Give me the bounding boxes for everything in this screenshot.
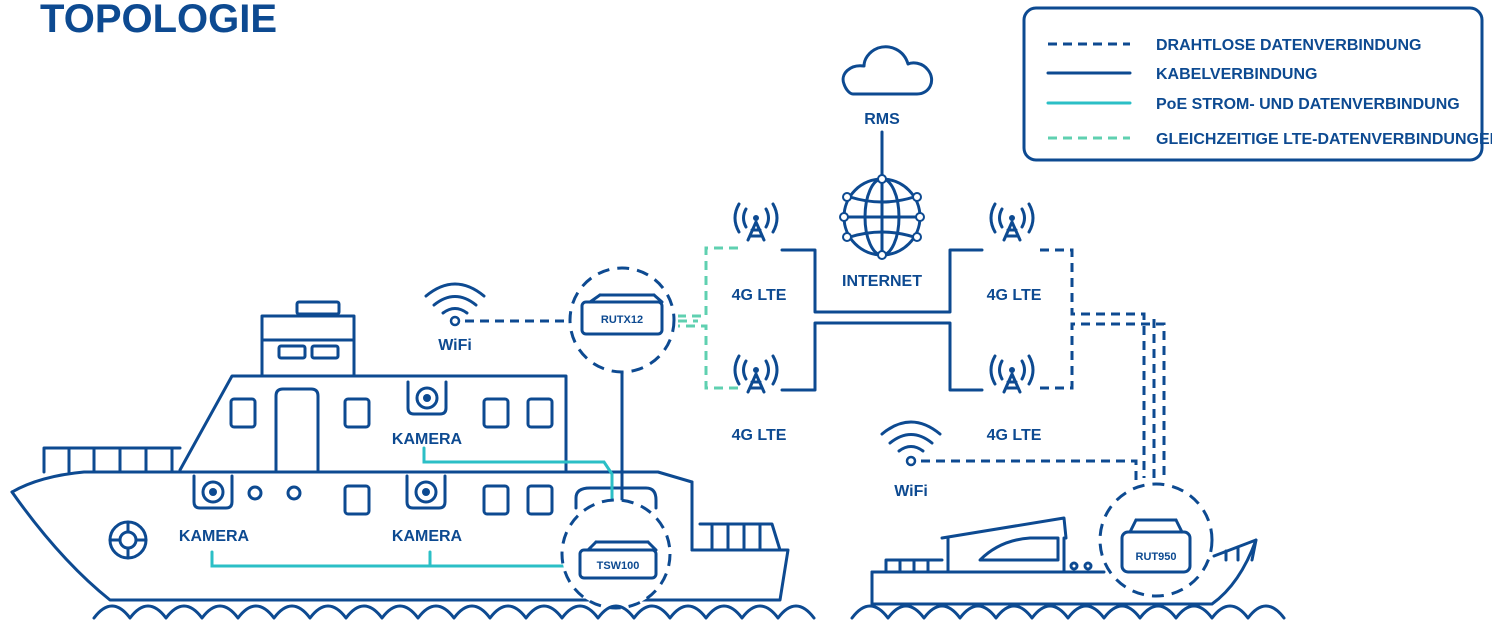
camera-label-deck: KAMERA bbox=[392, 431, 463, 448]
legend-label-lte: GLEICHZEITIGE LTE-DATENVERBINDUNGEN bbox=[1156, 131, 1492, 148]
tower-label-bottom-right: 4G LTE bbox=[987, 427, 1042, 444]
cell-tower-icon bbox=[733, 354, 779, 394]
camera-label-mid: KAMERA bbox=[392, 528, 463, 545]
rutx12-label: RUTX12 bbox=[601, 314, 643, 326]
cell-tower-icon bbox=[733, 202, 779, 242]
poe-links bbox=[210, 446, 614, 568]
large-ship bbox=[10, 300, 790, 602]
legend-label-wireless: DRAHTLOSE DATENVERBINDUNG bbox=[1156, 37, 1421, 54]
legend-label-poe: PoE STROM- UND DATENVERBINDUNG bbox=[1156, 96, 1460, 113]
internet-label: INTERNET bbox=[842, 273, 922, 290]
tsw100-switch: TSW100 bbox=[560, 498, 672, 610]
cell-tower-icon bbox=[989, 202, 1035, 242]
sea-waves-right bbox=[850, 604, 1286, 620]
globe-icon bbox=[839, 174, 925, 260]
cell-tower-icon bbox=[989, 354, 1035, 394]
wifi-icon bbox=[424, 282, 486, 327]
wireless-links-right bbox=[1040, 248, 1166, 478]
rut950-label: RUT950 bbox=[1136, 551, 1177, 563]
internet-links bbox=[780, 248, 984, 392]
page-title: TOPOLOGIE bbox=[40, 0, 277, 41]
legend: DRAHTLOSE DATENVERBINDUNG KABELVERBINDUN… bbox=[1022, 6, 1492, 162]
tower-label-top-left: 4G LTE bbox=[732, 287, 787, 304]
rms-label: RMS bbox=[864, 111, 900, 128]
tower-label-top-right: 4G LTE bbox=[987, 287, 1042, 304]
wifi-link-right bbox=[921, 459, 1138, 482]
cloud-icon bbox=[841, 45, 933, 96]
legend-label-cable: KABELVERBINDUNG bbox=[1156, 66, 1317, 83]
lte-links bbox=[678, 246, 738, 390]
sea-waves-left bbox=[92, 604, 816, 620]
camera-icon bbox=[192, 474, 234, 510]
rut950-router: RUT950 bbox=[1098, 482, 1214, 598]
tsw100-label: TSW100 bbox=[597, 560, 640, 572]
wifi-label-right: WiFi bbox=[894, 483, 928, 500]
tower-label-bottom-left: 4G LTE bbox=[732, 427, 787, 444]
rutx12-router: RUTX12 bbox=[568, 266, 676, 374]
small-boat bbox=[870, 516, 1258, 606]
wifi-label-left: WiFi bbox=[438, 337, 472, 354]
wifi-icon bbox=[880, 420, 942, 467]
legend-frame bbox=[1022, 6, 1484, 162]
camera-label-bow: KAMERA bbox=[179, 528, 250, 545]
camera-icon bbox=[406, 380, 448, 416]
camera-icon bbox=[405, 474, 447, 510]
